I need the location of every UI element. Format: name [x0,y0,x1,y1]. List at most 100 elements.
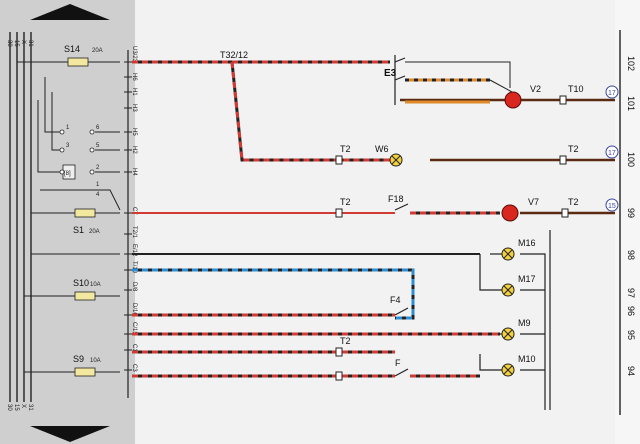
t-connectors [335,95,569,381]
svg-text:M10: M10 [518,354,536,364]
switch-f: F [394,358,409,377]
svg-text:15: 15 [608,203,616,210]
bus-label-top-31: 31 [27,40,33,47]
column-number: 98 [626,250,636,260]
svg-text:17: 17 [608,150,616,157]
fuse-s14: S14 20A [64,44,103,67]
fuse-panel [0,0,135,444]
svg-text:M17: M17 [518,274,536,284]
connector-t2: T2 [340,197,351,207]
svg-text:F18: F18 [388,194,404,204]
svg-text:M16: M16 [518,238,536,248]
ground-ref: 15 [605,198,619,212]
lamp-w6: W6 [375,144,403,167]
fuse-s1: S1 20A [73,208,100,235]
switch-e3: E3 [384,55,406,105]
svg-text:M9: M9 [518,318,531,328]
connector-label: E/12 [131,244,137,257]
column-number: 101 [626,96,636,111]
bus-label-top-30: 30 [6,40,12,47]
switch-f18: F18 [388,194,409,211]
connector-box-label: [8] [64,171,71,177]
ground-ref: 17 [605,85,619,99]
column-number: 102 [626,56,636,71]
connector-label: T/10 [131,261,137,274]
column-number: 96 [626,306,636,316]
bus-label-bottom-x: X [20,404,26,408]
svg-text:E3: E3 [384,68,397,79]
svg-text:F: F [395,358,401,368]
connector-label: D/8 [131,282,137,292]
connector-t2: T2 [568,144,579,154]
triangle-up-icon[interactable] [30,4,110,20]
column-number: 94 [626,366,636,376]
column-number: 95 [626,330,636,340]
lamp-m17: M17 [501,274,536,297]
connector-label: H6 [131,73,137,81]
v2-harness [405,61,513,104]
connector-label: H2 [131,146,137,154]
connector-t2: T2 [340,336,351,346]
svg-text:V2: V2 [530,84,541,94]
svg-text:S9: S9 [73,354,84,364]
connector-label: H4 [131,168,137,176]
connector-label: H3 [131,104,137,112]
ground-ref: 17 [605,145,619,159]
column-number: 97 [626,288,636,298]
bus-label-bottom-31: 31 [27,404,33,411]
switch-f4: F4 [390,295,409,316]
bus-label-bottom-15: 15 [13,404,19,411]
connector-label: T2/1 [131,226,137,239]
fuse-s10: S10 10A [73,278,101,301]
connector-t10: T10 [568,84,584,94]
relay-number: 1 [66,125,70,131]
triangle-down-icon[interactable] [30,426,110,442]
connector-label: C1 [131,344,137,352]
svg-text:20A: 20A [92,48,103,54]
connector-t32-12: T32/12 [220,50,248,60]
connector-t2: T2 [568,197,579,207]
bus-label-top-x: X [20,40,26,44]
relay-number: 5 [96,143,100,149]
relay-contacts [59,129,95,175]
connector-label: U3/23 [131,46,137,63]
svg-text:17: 17 [608,90,616,97]
fuse-s9: S9 10A [73,354,101,377]
motor-v7: V7 [501,197,539,222]
svg-text:S10: S10 [73,278,89,288]
connector-label: H5 [131,128,137,136]
bus-label-top-15: 15 [13,40,19,47]
column-number: 100 [626,152,636,167]
connector-label: D/16 [131,303,137,316]
svg-text:10A: 10A [90,358,101,364]
connector-label: C3 [131,364,137,372]
lamp-m9: M9 [501,318,531,341]
svg-text:S1: S1 [73,225,84,235]
svg-text:S14: S14 [64,44,80,54]
relay-number: 1 [96,182,100,188]
relay-wiring [17,61,121,373]
column-number: 99 [626,208,636,218]
connector-label: H1 [131,88,137,96]
colored-wires [132,60,615,378]
connector-ticks [124,61,132,371]
lamp-m10: M10 [501,354,536,377]
relay-number: 2 [96,165,100,171]
column-strip [615,0,640,444]
svg-text:10A: 10A [90,282,101,288]
connector-t2: T2 [340,144,351,154]
relay-number: 6 [96,125,100,131]
lamp-wiring [479,230,551,410]
relay-number: 4 [96,192,100,198]
svg-text:V7: V7 [528,197,539,207]
connector-label: C/15 [131,322,137,335]
svg-text:20A: 20A [89,229,100,235]
svg-text:F4: F4 [390,295,401,305]
lamp-m16: M16 [501,238,536,261]
bus-label-bottom-30: 30 [6,404,12,411]
svg-text:W6: W6 [375,144,389,154]
relay-number: 3 [66,143,70,149]
motor-v2: V2 [504,84,541,109]
